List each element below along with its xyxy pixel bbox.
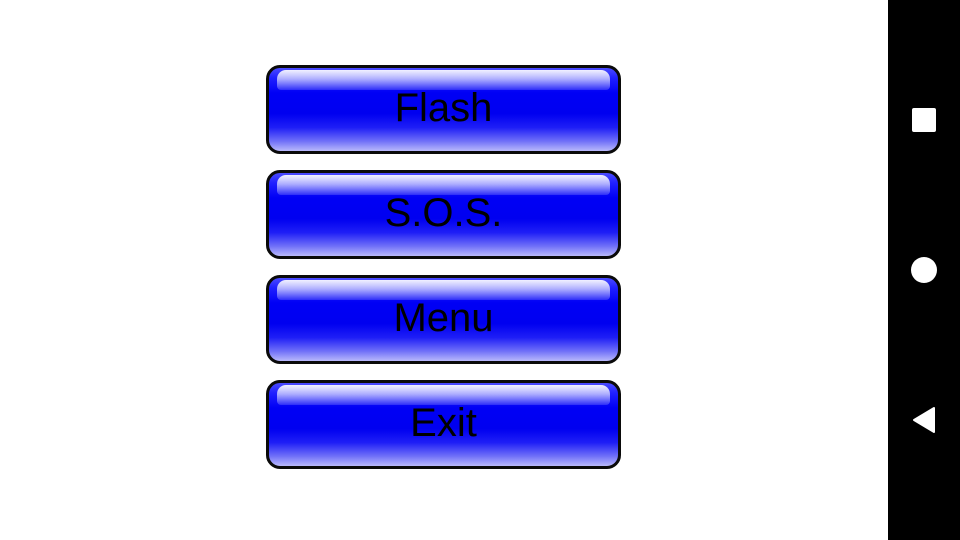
sos-button-label: S.O.S. [384,191,503,235]
button-gloss-highlight [277,70,610,90]
recents-square-icon [912,108,936,132]
menu-button[interactable]: Menu [266,275,621,364]
flash-button[interactable]: Flash [266,65,621,154]
app-content-area: Flash S.O.S. Menu Exit [266,65,621,469]
exit-button-label: Exit [410,401,477,445]
exit-button[interactable]: Exit [266,380,621,469]
sos-button[interactable]: S.O.S. [266,170,621,259]
home-circle-icon [911,257,937,283]
back-triangle-icon [912,406,936,434]
button-gloss-highlight [277,280,610,300]
button-gloss-highlight [277,175,610,195]
menu-button-label: Menu [393,296,494,340]
system-navigation-bar [888,0,960,540]
recents-button[interactable] [888,84,960,156]
home-button[interactable] [888,234,960,306]
flash-button-label: Flash [394,86,493,130]
button-gloss-highlight [277,385,610,405]
back-button[interactable] [888,384,960,456]
main-menu: Flash S.O.S. Menu Exit [266,65,621,469]
